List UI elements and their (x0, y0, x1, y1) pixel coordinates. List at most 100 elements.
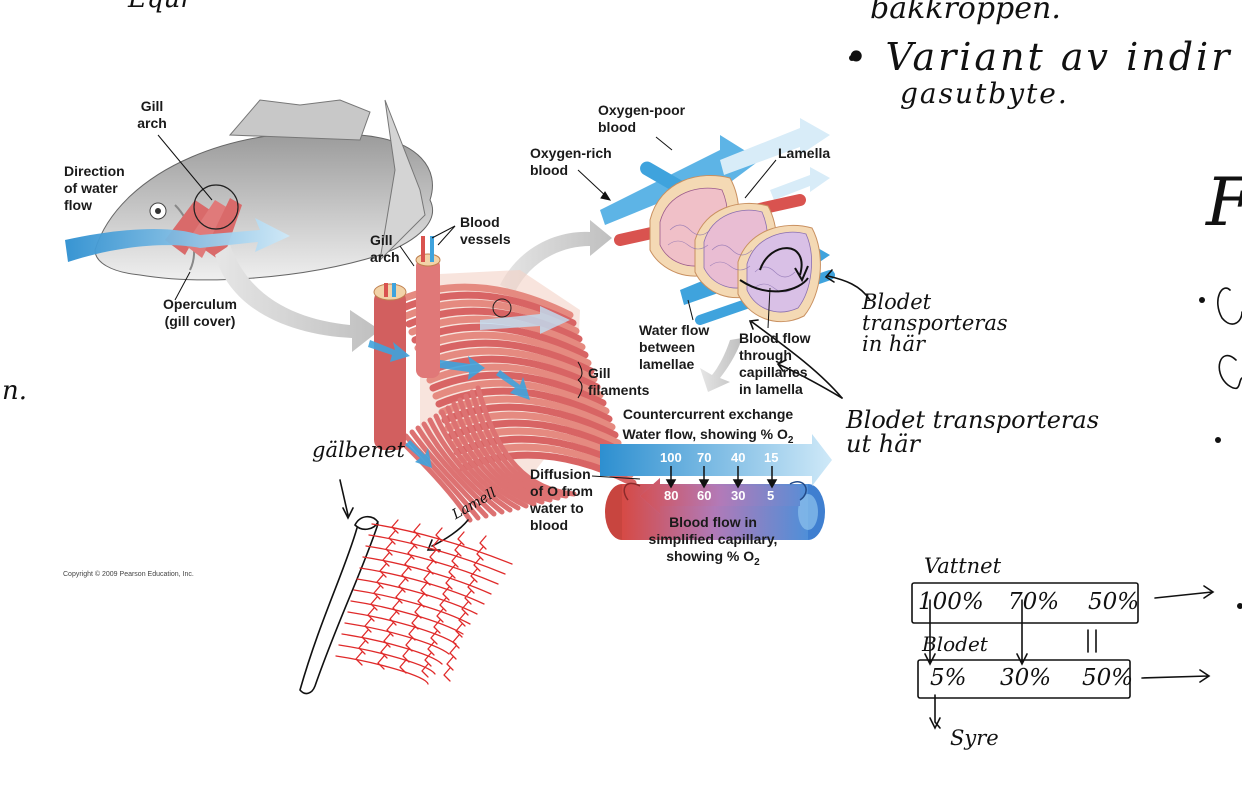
red-sketch-tick (423, 571, 431, 586)
red-sketch-tick (383, 633, 391, 648)
red-sketch-tick (429, 549, 437, 564)
red-sketch-tick (364, 618, 372, 633)
red-sketch-stroke (350, 600, 464, 635)
blood-o2-value: 80 (664, 488, 679, 503)
hand-water-box-title: Vattnet (924, 554, 1002, 578)
red-sketch-tick (435, 527, 443, 542)
connector-arrow-lamella-to-exchange (700, 338, 742, 392)
hand-oxygen: Syre (950, 726, 999, 750)
red-sketch-tick (405, 637, 413, 652)
copyright-notice: Copyright © 2009 Pearson Education, Inc. (63, 571, 194, 578)
gill-filament-block (368, 236, 637, 523)
label-countercurrent-title: Countercurrent exchange (622, 406, 794, 422)
red-sketch-tick (420, 582, 428, 597)
red-sketch-tick (395, 589, 403, 604)
hand-blood-value: 50% (1082, 665, 1134, 691)
red-sketch-tick (413, 523, 421, 538)
red-sketch-tick (398, 578, 406, 593)
hand-left-edge: n. (2, 376, 28, 406)
label-blood-flow-through-capillaries: Blood flow through capillaries in lamell… (739, 330, 811, 397)
blood-o2-value: 60 (697, 488, 712, 503)
red-sketch-tick (457, 531, 465, 546)
hand-water-value: 100% (918, 589, 984, 615)
red-sketch-tick (388, 530, 396, 545)
red-sketch-tick (421, 663, 429, 678)
red-sketch-tick (385, 541, 393, 556)
label-water-flow-between-lamellae: Water flow between lamellae (639, 322, 710, 372)
red-sketch-tick (445, 575, 453, 590)
red-sketch-tick (355, 651, 363, 666)
label-oxygen-poor-blood: Oxygen-poor blood (598, 102, 686, 135)
label-lamella: Lamella (778, 145, 831, 161)
red-sketch-tick (382, 552, 390, 567)
water-flow-band (600, 434, 832, 486)
water-o2-value: 70 (697, 450, 712, 465)
red-sketch-tick (467, 579, 475, 594)
red-sketch-stroke (362, 556, 492, 595)
lamella-stack (600, 118, 835, 325)
label-gill-arch-fish: Gill arch (137, 98, 167, 131)
gill-filament-strand (397, 437, 473, 523)
label-gill-arch-detail: Gill arch (370, 232, 400, 265)
red-sketch-tick (379, 563, 387, 578)
red-sketch-tick (427, 641, 435, 656)
red-sketch-tick (455, 623, 463, 638)
water-o2-value: 15 (764, 450, 779, 465)
red-sketch-tick (370, 596, 378, 611)
label-blood-vessels: Blood vessels (460, 214, 511, 247)
red-sketch-tick (367, 607, 375, 622)
red-sketch-tick (373, 585, 381, 600)
hand-water-value: 70% (1008, 589, 1060, 615)
connector-arrow-fish-to-filament (215, 245, 380, 352)
red-sketch-tick (451, 553, 459, 568)
gill-filament-strand (457, 397, 553, 503)
water-o2-value: 100 (660, 450, 682, 465)
red-sketch-stroke (368, 534, 506, 575)
gill-filament-strand (445, 405, 537, 507)
red-sketch-tick (401, 567, 409, 582)
gill-filament-strand (463, 393, 561, 501)
water-flow-arrow-fish (65, 218, 290, 262)
hand-blood-value: 30% (1000, 665, 1052, 691)
handwritten-annotations (299, 55, 1242, 730)
red-sketch-tick (458, 612, 466, 627)
hand-blood-value: 5% (930, 665, 967, 691)
red-sketch-tick (391, 519, 399, 534)
red-sketch-stroke (371, 523, 513, 565)
countercurrent-exchange (591, 434, 832, 540)
red-sketch-tick (473, 557, 481, 572)
red-sketch-tick (443, 667, 451, 682)
blood-o2-value: 5 (767, 488, 775, 503)
red-sketch-tick (389, 611, 397, 626)
red-sketch-tick (430, 630, 438, 645)
red-sketch-tick (402, 648, 410, 663)
red-sketch-tick (479, 535, 487, 550)
red-sketch-stroke (356, 578, 478, 615)
hand-blood-in-here: Blodet transporteras in här (862, 290, 1008, 356)
red-sketch-stroke (335, 655, 429, 685)
hand-gill-bone: gälbenet (312, 438, 405, 462)
red-sketch-tick (386, 622, 394, 637)
red-sketch-tick (452, 634, 460, 649)
red-sketch-tick (411, 615, 419, 630)
water-o2-value: 40 (731, 450, 746, 465)
red-sketch-tick (449, 645, 457, 660)
label-blood-flow-simplified-capillary: Blood flow in simplified capillary, show… (648, 514, 778, 568)
label-diffusion: Diffusion of O from water to blood (530, 466, 593, 533)
hand-blood-box-title: Blodet (922, 632, 988, 656)
red-sketch-tick (426, 560, 434, 575)
red-sketch-stroke (341, 633, 443, 665)
red-sketch-tick (408, 626, 416, 641)
red-sketch-tick (404, 556, 412, 571)
red-sketch-tick (446, 656, 454, 671)
red-sketch-stroke (359, 567, 485, 605)
red-sketch-tick (454, 542, 462, 557)
red-sketch-tick (417, 593, 425, 608)
blood-o2-value: 30 (731, 488, 746, 503)
red-sketch-tick (414, 604, 422, 619)
gill-filament-strand (415, 425, 497, 517)
red-sketch-tick (476, 546, 484, 561)
red-sketch-stroke (344, 622, 450, 655)
red-sketch-tick (461, 601, 469, 616)
